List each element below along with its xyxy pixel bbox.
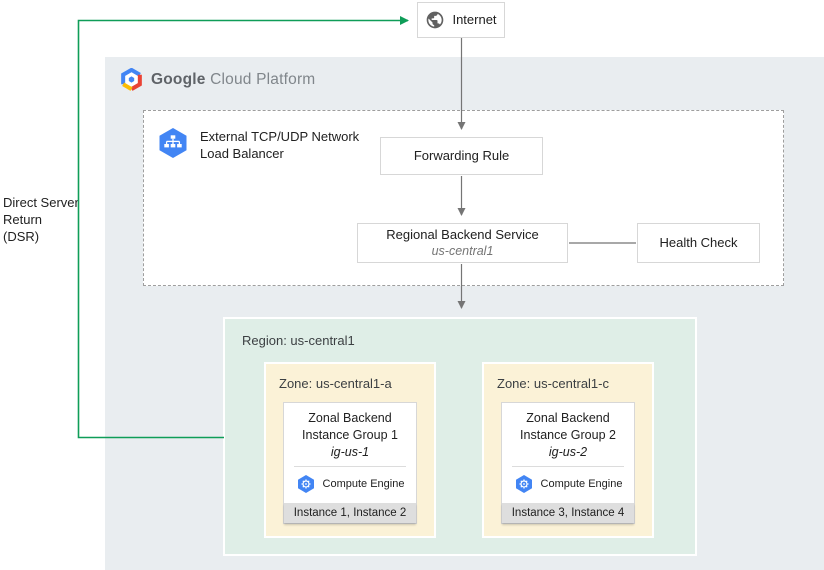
zone-container-us-central1-a: Zone: us-central1-a Zonal Backend Instan… [264,362,436,538]
brand-google: Google [151,70,206,88]
compute-engine-icon [515,475,532,493]
instance-group-title-line2: Instance Group 2 [520,428,616,442]
forwarding-rule-label: Forwarding Rule [413,148,510,163]
backend-service-region-sublabel: us-central1 [431,244,494,258]
compute-engine-row: Compute Engine [284,467,416,503]
instance-group-title: Zonal Backend Instance Group 1 ig-us-1 [284,403,416,462]
instance-footer: Instance 3, Instance 4 [502,503,634,523]
health-check-label: Health Check [659,235,738,250]
instance-group-title-line1: Zonal Backend [308,411,392,425]
instance-footer: Instance 1, Instance 2 [284,503,416,523]
card-divider [512,466,624,467]
load-balancer-label-line2: Load Balancer [200,146,284,161]
region-container: Region: us-central1 Zone: us-central1-a … [223,317,697,556]
load-balancer-identity: External TCP/UDP Network Load Balancer [156,126,359,162]
internet-node: Internet [417,2,505,38]
zone-label: Zone: us-central1-a [279,376,392,391]
instance-group-title: Zonal Backend Instance Group 2 ig-us-2 [502,403,634,462]
forwarding-rule-node: Forwarding Rule [380,137,543,175]
network-load-balancer-icon [159,128,187,158]
instance-group-title-line2: Instance Group 1 [302,428,398,442]
zone-label: Zone: us-central1-c [497,376,609,391]
instance-group-card-2: Zonal Backend Instance Group 2 ig-us-2 [501,402,635,524]
gcp-logo: Google Cloud Platform [120,68,315,91]
zone-container-us-central1-c: Zone: us-central1-c Zonal Backend Instan… [482,362,654,538]
load-balancer-label-line1: External TCP/UDP Network [200,129,360,144]
card-divider [294,466,406,467]
region-label: Region: us-central1 [242,333,355,348]
compute-engine-icon [297,475,314,493]
instance-group-name: ig-us-1 [330,445,370,459]
globe-icon [427,11,444,29]
gcp-hexagon-logo-icon [121,68,142,91]
load-balancer-label: External TCP/UDP Network Load Balancer [200,126,359,162]
instance-group-card-1: Zonal Backend Instance Group 1 ig-us-1 [283,402,417,524]
compute-engine-row: Compute Engine [502,467,634,503]
backend-service-label: Regional Backend Service [386,227,539,242]
instance-group-name: ig-us-2 [548,445,588,459]
compute-engine-label: Compute Engine [540,478,623,490]
health-check-node: Health Check [637,223,760,263]
backend-service-node: Regional Backend Service us-central1 [357,223,568,263]
dsr-label: Direct Server Return (DSR) [3,195,79,244]
gcp-logo-text: Google Cloud Platform [151,71,315,89]
instance-group-title-line1: Zonal Backend [526,411,610,425]
brand-cloud-platform: Cloud Platform [210,70,316,88]
internet-label: Internet [452,12,497,27]
compute-engine-label: Compute Engine [322,478,405,490]
